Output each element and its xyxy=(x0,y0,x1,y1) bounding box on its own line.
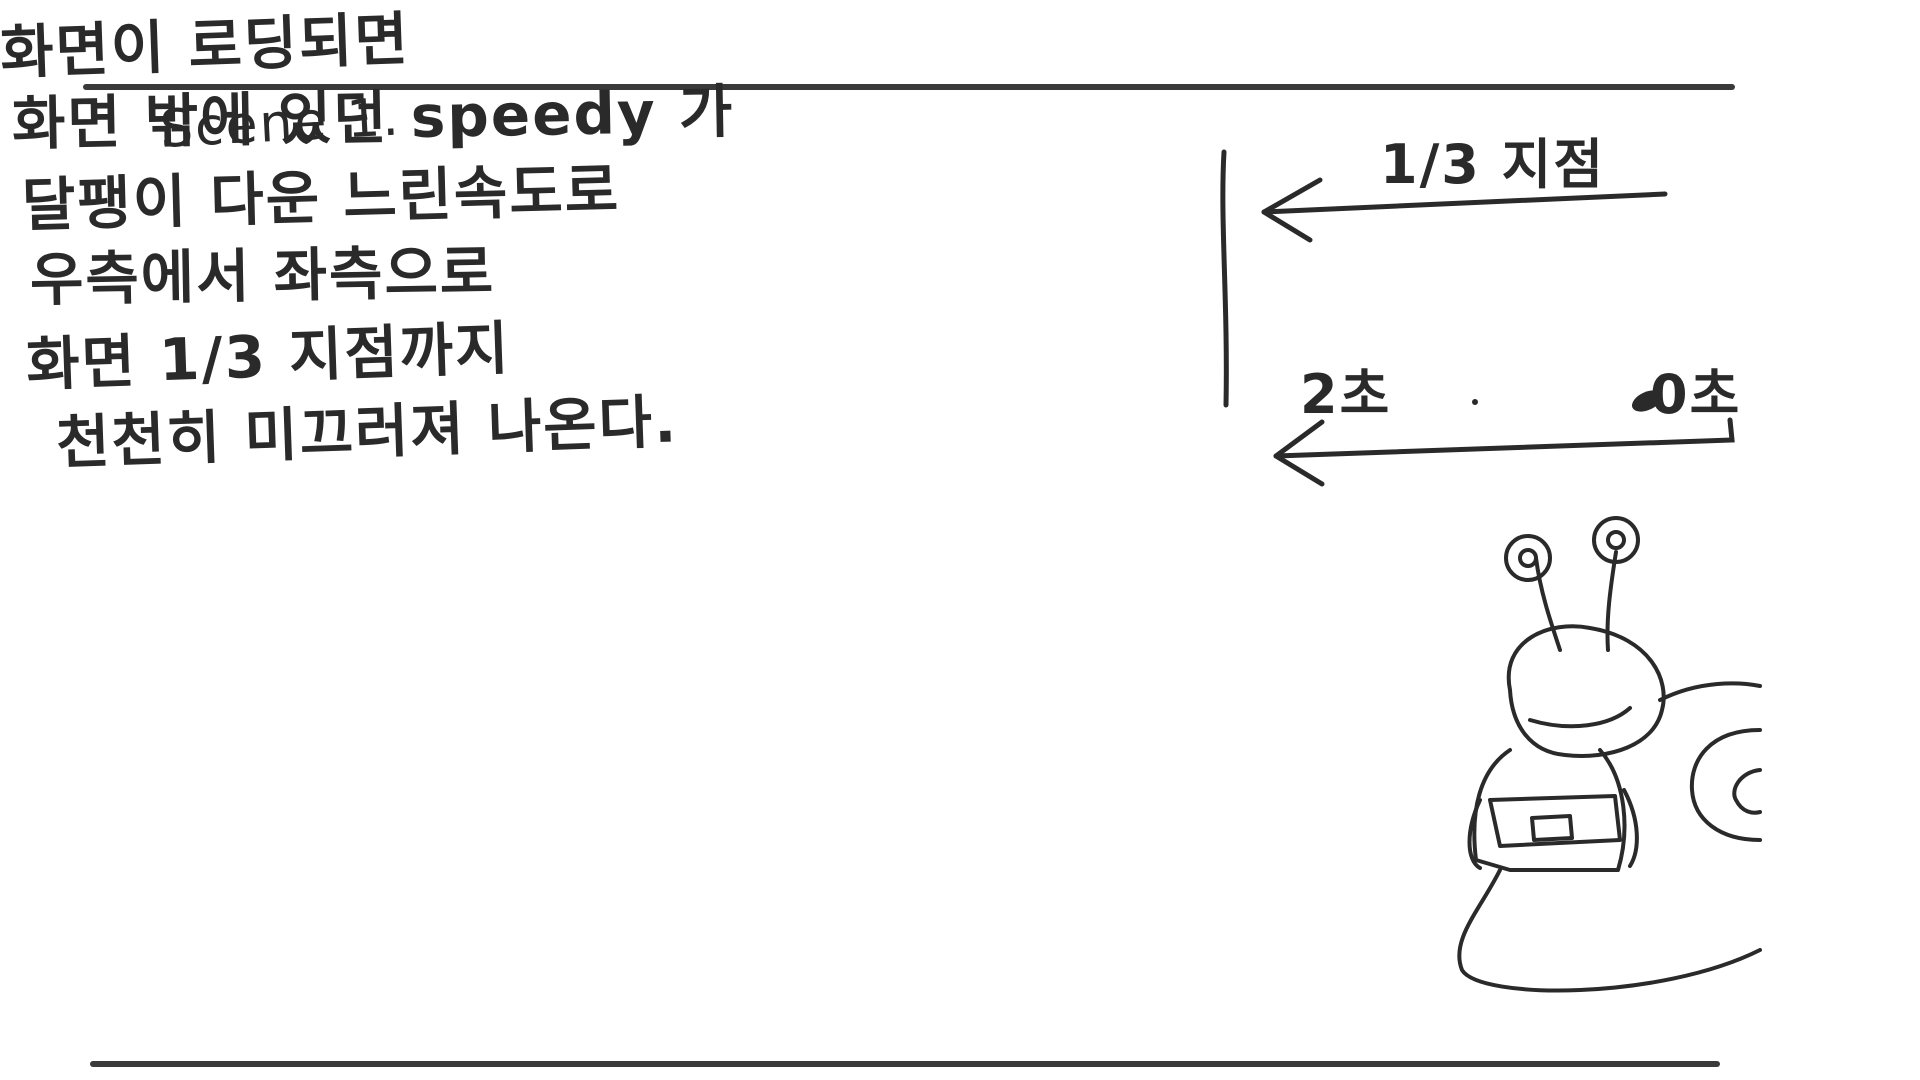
snail-foot xyxy=(1457,868,1762,993)
scene-description: 화면이 로딩되면 화면 밖에 있던 speedy 가 달팽이 다운 느린속도로 … xyxy=(0,0,800,477)
snail-bag xyxy=(1488,794,1622,848)
motion-arrows-drawing xyxy=(1220,149,1735,487)
storyboard-frame-bottom-line xyxy=(90,1061,1720,1067)
motion-diagram: 1/3 지점 2초 0초 xyxy=(1180,100,1780,487)
snail-smile xyxy=(1528,706,1632,729)
snail-body xyxy=(1472,748,1627,872)
snail-eye-left xyxy=(1504,534,1552,582)
storyboard-frame-top-line xyxy=(83,84,1735,90)
upper-arrow-head xyxy=(1261,177,1323,243)
snail-shell-spiral-inner xyxy=(1732,768,1762,815)
lower-arrow xyxy=(1273,417,1735,459)
snail-shell-spiral-outer xyxy=(1689,728,1762,842)
snail-eyestalk-left xyxy=(1534,556,1562,652)
dot-mark xyxy=(1472,399,1478,405)
snail-bag-pocket xyxy=(1530,814,1574,842)
snail-shell xyxy=(1658,681,1762,702)
lower-arrow-head xyxy=(1273,419,1325,487)
one-third-point-label: 1/3 지점 xyxy=(1380,133,1606,196)
snail-arm-right xyxy=(1622,788,1639,868)
time-two-seconds-label: 2초 xyxy=(1300,363,1392,426)
snail-eye-left-pupil xyxy=(1518,548,1538,568)
snail-eye-right-pupil xyxy=(1606,530,1626,550)
snail-eye-right xyxy=(1592,516,1640,564)
one-third-boundary-line xyxy=(1220,149,1229,408)
upper-arrow xyxy=(1261,191,1668,215)
snail-character-drawing xyxy=(1457,516,1762,993)
snail-arm-left xyxy=(1467,798,1482,870)
snail-drawing-icon xyxy=(1440,500,1762,1020)
snail-head xyxy=(1506,624,1666,758)
time-zero-seconds-label: 0초 xyxy=(1650,363,1742,426)
start-mark xyxy=(1632,390,1662,412)
